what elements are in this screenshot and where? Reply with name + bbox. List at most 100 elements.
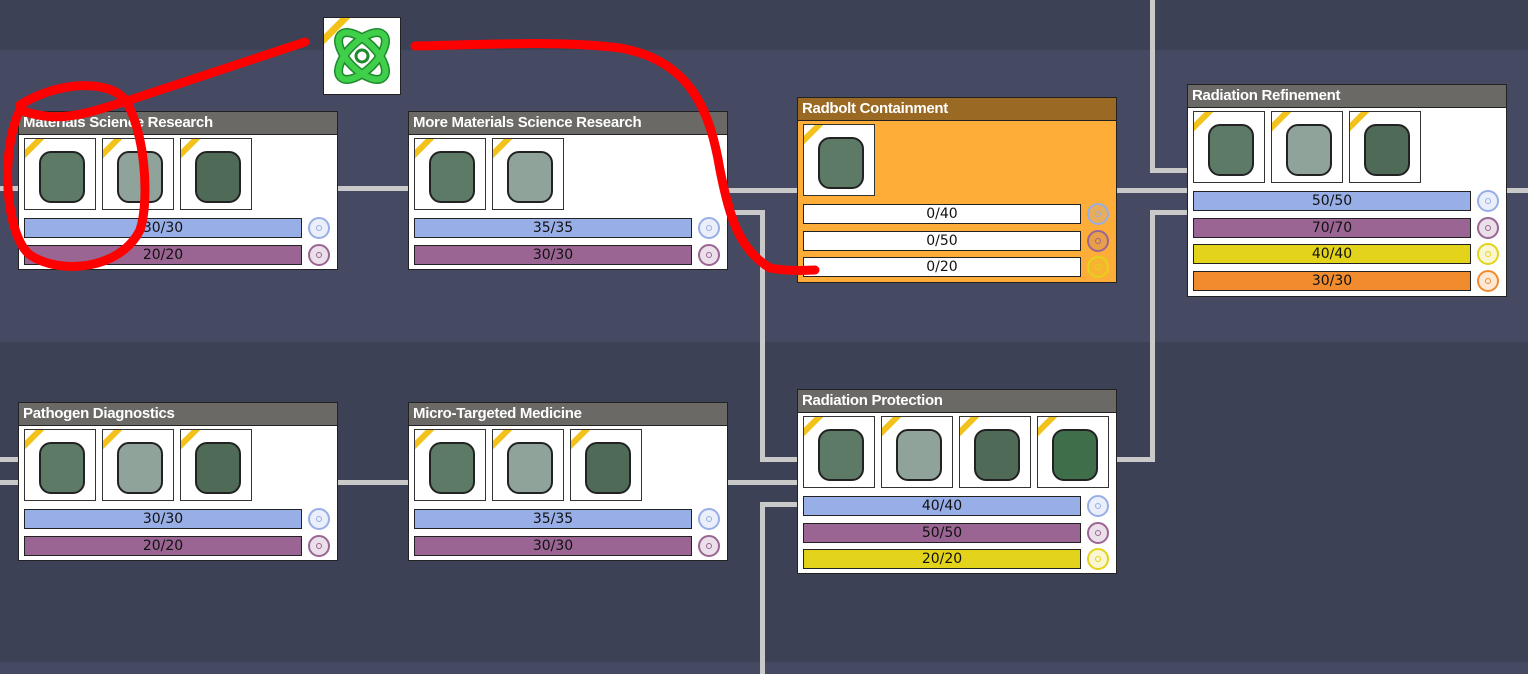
green-pillar-icon[interactable]: [180, 138, 252, 210]
research-type-icon: [308, 508, 330, 530]
research-progress-bar: 20/20: [803, 548, 1116, 571]
radbolt-generator-icon[interactable]: [1349, 111, 1421, 183]
research-type-icon: [698, 217, 720, 239]
connector-line: [727, 188, 797, 193]
tech-card-micro-targeted-medicine[interactable]: Micro-Targeted Medicine 35/35 30/30: [408, 402, 728, 561]
radiation-lamp-icon[interactable]: [570, 429, 642, 501]
lead-suit-checkpoint-icon[interactable]: [803, 416, 875, 488]
connector-line: [727, 480, 797, 485]
connector-line: [1150, 0, 1155, 172]
disease-clinic-icon[interactable]: [102, 429, 174, 501]
tech-card-radbolt-containment[interactable]: Radbolt Containment 0/40 0/50 0/20: [797, 97, 1117, 283]
connector-line: [760, 457, 797, 462]
research-progress-bar: 30/30: [1193, 269, 1506, 292]
progress-value: 0/50: [803, 230, 1081, 251]
research-type-icon: [1087, 521, 1109, 544]
research-progress-bar: 40/40: [1193, 243, 1506, 266]
research-type-icon: [1477, 269, 1499, 292]
research-type-icon: [308, 243, 330, 266]
wooden-bench-icon[interactable]: [492, 429, 564, 501]
progress-value: 30/30: [24, 509, 302, 529]
progress-value: 30/30: [24, 218, 302, 238]
progress-value: 20/20: [803, 549, 1081, 570]
research-type-icon: [308, 534, 330, 557]
research-progress-bar: 35/35: [414, 217, 727, 239]
tech-title: Pathogen Diagnostics: [19, 403, 337, 426]
research-progress-bar: 0/20: [803, 256, 1116, 279]
progress-value: 35/35: [414, 218, 692, 238]
tech-title: Radiation Refinement: [1188, 85, 1506, 108]
research-type-icon: [698, 534, 720, 557]
research-progress-bar: 30/30: [24, 217, 337, 239]
lead-suit-dock-icon[interactable]: [959, 416, 1031, 488]
research-progress-bar: 0/50: [803, 229, 1116, 252]
tech-card-pathogen-diagnostics[interactable]: Pathogen Diagnostics 30/30 20/20: [18, 402, 338, 561]
connector-line: [1150, 210, 1187, 215]
connector-line: [1117, 457, 1154, 462]
refinery-icon[interactable]: [1193, 111, 1265, 183]
connector-line: [760, 502, 765, 674]
research-type-icon: [698, 508, 720, 530]
connector-line: [338, 186, 408, 191]
research-progress-bar: 30/30: [414, 534, 727, 557]
connector-line: [1507, 188, 1528, 193]
progress-value: 50/50: [1193, 191, 1471, 211]
research-progress-bar: 50/50: [1193, 190, 1506, 212]
green-pod-icon[interactable]: [414, 138, 486, 210]
research-progress-bar: 0/40: [803, 203, 1116, 225]
research-progress-bar: 50/50: [803, 521, 1116, 544]
progress-value: 0/20: [803, 257, 1081, 278]
research-progress-bar: 30/30: [24, 508, 337, 530]
progress-value: 30/30: [1193, 270, 1471, 291]
progress-value: 40/40: [1193, 244, 1471, 265]
radiation-shield-icon[interactable]: [1037, 416, 1109, 488]
progress-value: 20/20: [24, 535, 302, 556]
research-type-icon: [1087, 548, 1109, 571]
radbolt-chamber-icon[interactable]: [803, 124, 875, 196]
tech-title: More Materials Science Research: [409, 112, 727, 135]
research-type-icon: [1477, 190, 1499, 212]
progress-value: 0/40: [803, 204, 1081, 224]
connector-line: [0, 480, 18, 485]
progress-value: 70/70: [1193, 217, 1471, 238]
radar-icon[interactable]: [180, 429, 252, 501]
research-type-icon: [1477, 216, 1499, 239]
connector-line: [0, 457, 18, 462]
tech-card-radiation-refinement[interactable]: Radiation Refinement 50/50 70/70 40/40 30/30: [1187, 84, 1507, 297]
round-chamber-icon[interactable]: [492, 138, 564, 210]
yellow-atom-icon[interactable]: [24, 138, 96, 210]
tech-title: Radiation Protection: [798, 390, 1116, 413]
connector-line: [727, 210, 764, 215]
research-type-icon: [1087, 495, 1109, 517]
tech-title: Micro-Targeted Medicine: [409, 403, 727, 426]
progress-value: 30/30: [414, 244, 692, 265]
research-progress-bar: 30/30: [414, 243, 727, 266]
connector-line: [1117, 188, 1187, 193]
lead-suit-locker-icon[interactable]: [881, 416, 953, 488]
tech-title: Radbolt Containment: [798, 98, 1116, 121]
research-progress-bar: 35/35: [414, 508, 727, 530]
tech-card-more-materials-science-research[interactable]: More Materials Science Research 35/35 30/3…: [408, 111, 728, 270]
research-type-icon: [698, 243, 720, 266]
connector-line: [1150, 210, 1155, 462]
connector-line: [760, 502, 797, 507]
research-type-icon: [308, 217, 330, 239]
progress-value: 30/30: [414, 535, 692, 556]
progress-value: 50/50: [803, 522, 1081, 543]
connector-line: [338, 480, 408, 485]
uranium-centrifuge-icon[interactable]: [1271, 111, 1343, 183]
research-type-icon: [1087, 256, 1109, 279]
connector-line: [1150, 168, 1187, 173]
apothecary-icon[interactable]: [414, 429, 486, 501]
connector-line: [760, 210, 765, 462]
germ-sensor-icon[interactable]: [24, 429, 96, 501]
research-type-icon: [1477, 243, 1499, 266]
green-atom-research-icon[interactable]: [323, 17, 401, 95]
research-progress-bar: 20/20: [24, 534, 337, 557]
progress-value: 40/40: [803, 496, 1081, 516]
progress-value: 35/35: [414, 509, 692, 529]
research-progress-bar: 40/40: [803, 495, 1116, 517]
research-type-icon: [1087, 229, 1109, 252]
research-progress-bar: 70/70: [1193, 216, 1506, 239]
tech-card-radiation-protection[interactable]: Radiation Protection 40/40 50/50 20/20: [797, 389, 1117, 574]
